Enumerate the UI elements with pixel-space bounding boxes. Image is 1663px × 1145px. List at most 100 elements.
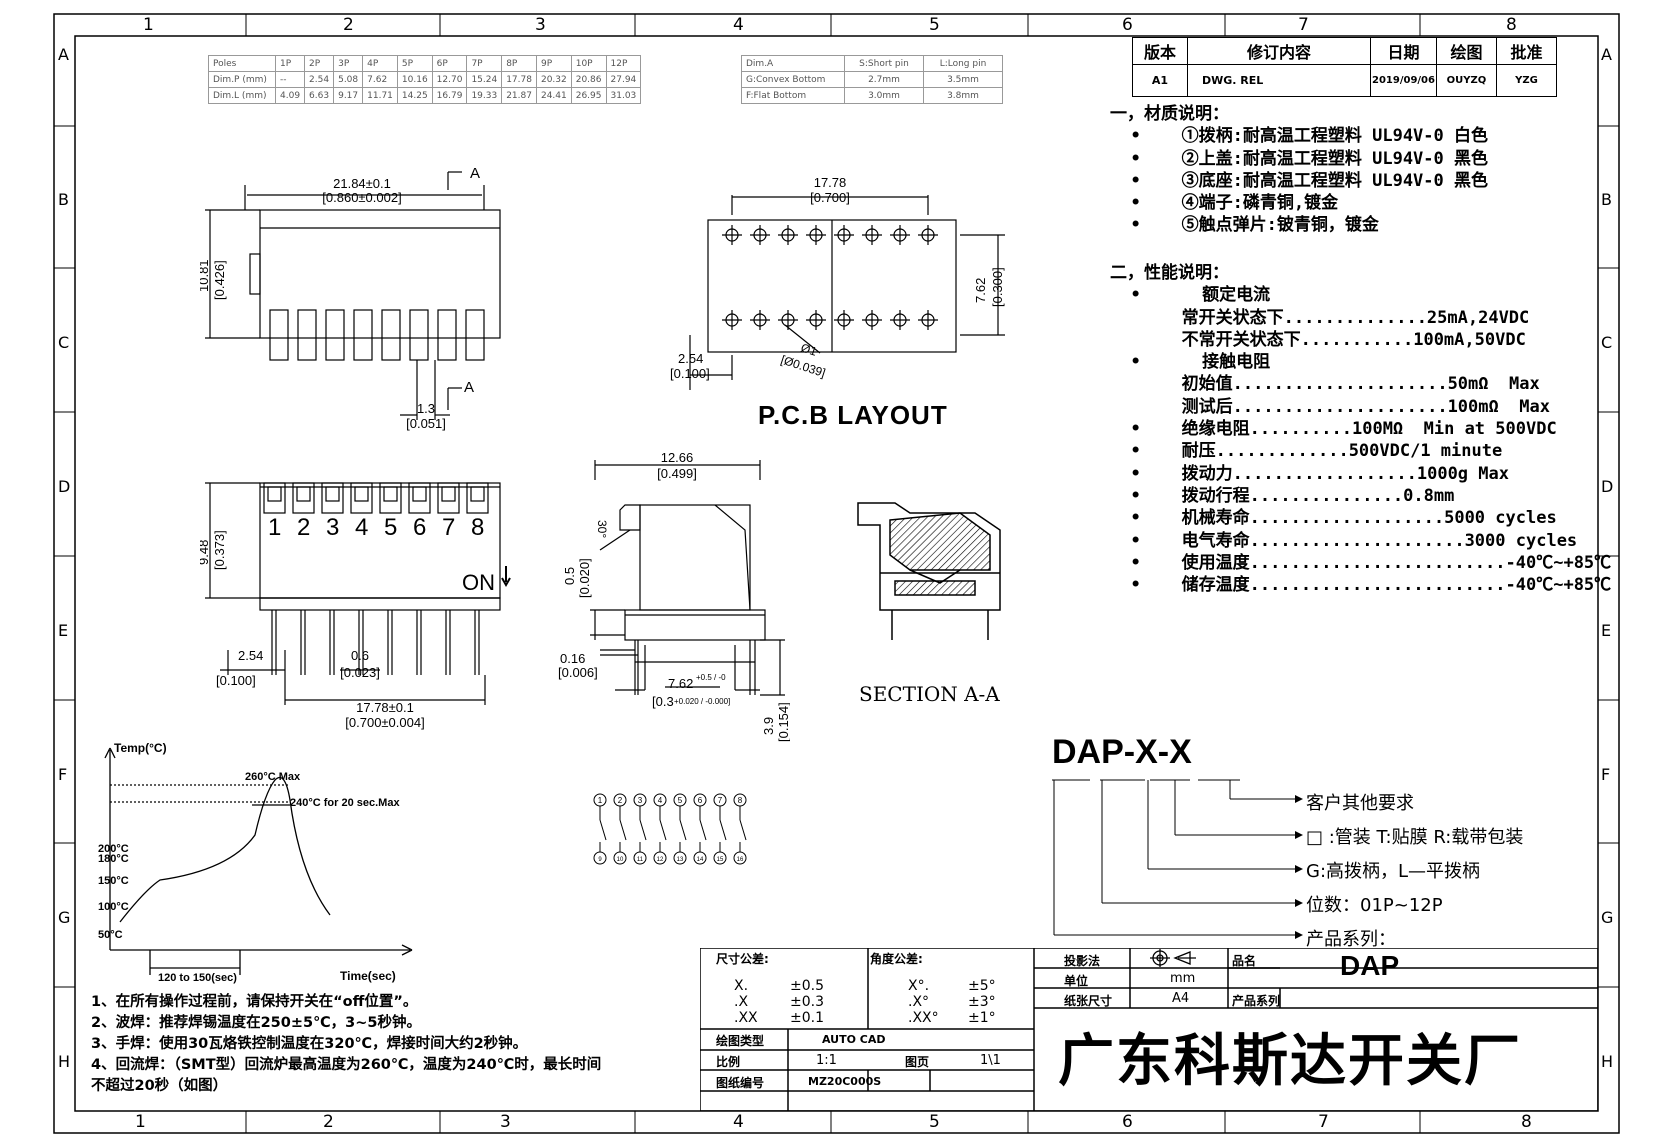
table-cell: 12P [605, 55, 642, 72]
drawing-no-value: MZ20C000S [808, 1075, 882, 1088]
performance-item: • 使用温度.........................-40℃~+85℃ [1110, 552, 1612, 573]
revision-block: 版本 修订内容 日期 绘图 批准 A1 DWG. REL 2019/09/06 … [1132, 37, 1557, 97]
section-marker: A [464, 379, 474, 396]
row-label: F [58, 765, 68, 784]
pin [297, 309, 317, 361]
part-number-code: DAP-X-X [1052, 733, 1192, 771]
temp-level: 100°C [98, 901, 129, 913]
switch-number: 3 [326, 514, 339, 541]
tol-key: .XX [734, 1010, 758, 1026]
svg-text:4: 4 [658, 796, 663, 805]
pcb-hole [918, 310, 938, 330]
dim-label: 0.16 [560, 651, 585, 666]
pin [381, 309, 401, 361]
legend-item: □ :管装 T:贴膜 R:载带包装 [1306, 827, 1524, 848]
col-label: 3 [535, 15, 546, 35]
switch-slot [292, 482, 315, 514]
svg-text:3: 3 [638, 796, 643, 805]
switch-contact: 816 [733, 793, 747, 865]
material-item: • ④端子:磷青铜,镀金 [1110, 193, 1339, 214]
dim-label: 17.78 [814, 175, 847, 190]
dim-label: [0.006] [558, 665, 598, 680]
table-cell: 4.09 [274, 87, 306, 104]
dim-label: 10.81 [200, 259, 211, 292]
performance-item: • 耐压.............500VDC/1 minute [1110, 441, 1503, 462]
table-cell: 10P [570, 55, 607, 72]
axis-label: Temp(°C) [114, 741, 167, 755]
legend-item: G:高拨柄，L—平拨柄 [1306, 861, 1481, 882]
top-view-drawing: 21.84±0.1 [0.860±0.002] A A 10.81 [0.426… [200, 165, 501, 431]
row-label: H [1601, 1052, 1614, 1071]
svg-text:11: 11 [637, 857, 644, 863]
section-marker: A [470, 165, 480, 182]
col-label: 5 [929, 15, 940, 35]
switch-number: 7 [442, 514, 455, 541]
table-cell: 修订内容 [1187, 37, 1371, 65]
axis-label: Time(sec) [340, 969, 396, 983]
row-label: G [1601, 908, 1614, 927]
note-line: 2、波焊：推荐焊锡温度在250±5℃，3~5秒钟。 [91, 1015, 421, 1031]
legend-item: 位数：01P~12P [1306, 895, 1443, 916]
table-cell: 17.78 [501, 71, 537, 88]
tol-value: ±1° [968, 1010, 996, 1026]
switch-number: 6 [413, 514, 426, 541]
col-label: 3 [500, 1112, 511, 1132]
pcb-hole [834, 310, 854, 330]
tol-key: .X° [908, 994, 930, 1010]
tol-value: ±0.1 [790, 1010, 824, 1026]
table-cell: 20.86 [570, 71, 607, 88]
table-cell: 16.79 [431, 87, 468, 104]
switch-number: 5 [384, 514, 397, 541]
tol-key: .XX° [908, 1010, 939, 1026]
paper-label: 纸张尺寸 [1064, 994, 1113, 1008]
performance-item: 初始值.....................50mΩ Max [1110, 374, 1540, 395]
table-cell: 1P [274, 55, 306, 72]
dim-label: [Ø0.039] [779, 353, 827, 381]
temp-level: 50°C [98, 929, 123, 941]
row-label: H [58, 1052, 71, 1071]
dim-tolerance: +0.020 / -0.000] [674, 697, 730, 706]
table-cell: 3.8mm [923, 87, 1003, 104]
hold-label: 240°C for 20 sec.Max [290, 797, 400, 809]
table-cell: 27.94 [605, 71, 642, 88]
pin [465, 309, 485, 361]
switch-contact: 715 [713, 793, 727, 865]
on-arrow-icon [501, 566, 511, 588]
col-label: 5 [929, 1112, 940, 1132]
col-label: 4 [733, 15, 744, 35]
svg-text:15: 15 [717, 857, 724, 863]
row-label: D [58, 477, 71, 496]
dim-label: [0.300] [990, 267, 1005, 307]
dim-label: 30° [595, 520, 609, 538]
table-cell: -- [274, 71, 306, 88]
table-cell: 5.08 [333, 71, 364, 88]
drawing-type-label: 绘图类型 [716, 1034, 765, 1048]
table-cell: 10.16 [396, 71, 433, 88]
section-aa-title: SECTION A-A [859, 682, 1000, 706]
table-cell: 批准 [1495, 37, 1557, 65]
table-cell: 3.5mm [923, 71, 1003, 88]
col-label: 2 [343, 15, 354, 35]
part-number-leaders [1052, 779, 1303, 939]
table-cell: A1 [1132, 64, 1188, 97]
table-cell: 14.25 [396, 87, 433, 104]
performance-item: • 机械寿命...................5000 cycles [1110, 508, 1557, 529]
dim-label: 0.5 [562, 567, 577, 585]
table-cell: 11.71 [362, 87, 398, 104]
dim-label: [0.700] [810, 190, 850, 205]
table-cell: S:Short pin [844, 55, 924, 72]
page-label: 图页 [905, 1055, 930, 1069]
switch-actuator [354, 486, 369, 502]
dim-label: 0.6 [351, 648, 369, 663]
name-label: 品名 [1232, 954, 1257, 968]
switch-slot [408, 482, 431, 514]
pcb-hole [890, 225, 910, 245]
dim-label: 2.54 [238, 648, 263, 663]
unit-value: mm [1170, 971, 1196, 986]
table-cell: 26.95 [570, 87, 607, 104]
scale-value: 1:1 [816, 1053, 837, 1068]
switch-slot [350, 482, 373, 514]
row-label: G [58, 908, 71, 927]
